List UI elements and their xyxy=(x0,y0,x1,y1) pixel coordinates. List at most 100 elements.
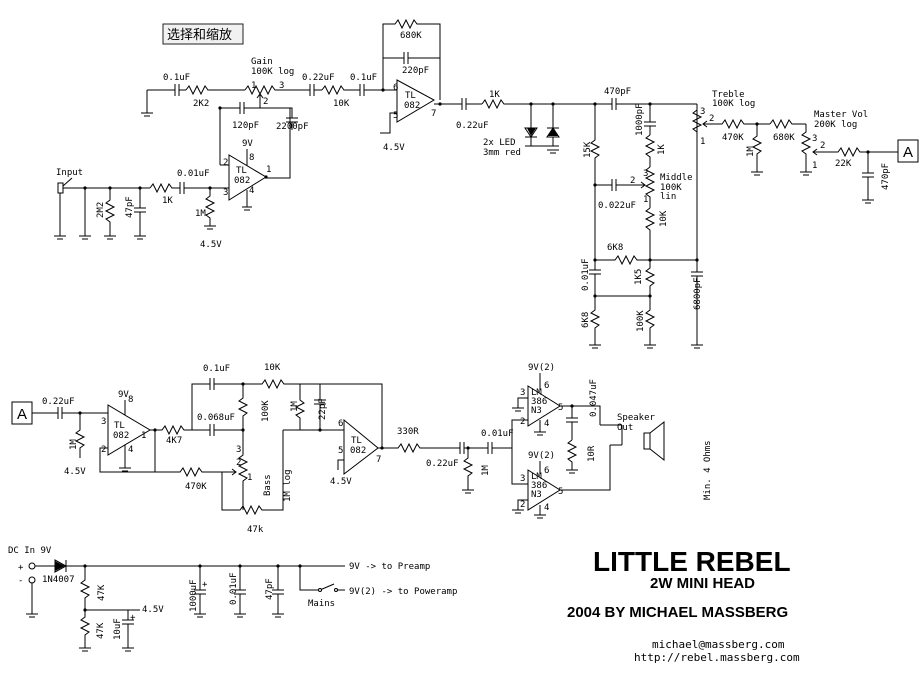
r-2k2-label: 2K2 xyxy=(193,99,209,109)
pot-master-value: 200K log xyxy=(814,120,857,130)
connector-a-out-label: A xyxy=(903,144,913,161)
lm2-pin5: 5 xyxy=(558,487,563,497)
r-1k5-label: 1K5 xyxy=(634,269,644,285)
pot-bass-label: Bass xyxy=(263,474,273,496)
lm2-9v2: 9V(2) xyxy=(528,451,555,461)
lm2-pin3: 3 xyxy=(520,474,525,484)
lm1-n3: N3 xyxy=(531,406,542,416)
opamp1-9v: 9V xyxy=(242,139,253,149)
psu-c-1000uf-label: 1000uF xyxy=(189,579,199,612)
master-pin3: 3 xyxy=(812,134,817,144)
pot-treble-label: Treble xyxy=(712,90,745,100)
title-byline: 2004 BY MICHAEL MASSBERG xyxy=(567,604,788,621)
c-022-a-label: 0.22uF xyxy=(302,73,335,83)
r-1k-led-label: 1K xyxy=(489,90,500,100)
opamp2-pin6: 6 xyxy=(393,83,398,93)
c-2200pf-label: 2200pF xyxy=(276,122,309,132)
mains-label: Mains xyxy=(308,599,335,609)
speaker-label: Speaker xyxy=(617,413,656,423)
psu-c-10uf-label: 10uF xyxy=(113,618,123,640)
opamp1-pin1: 1 xyxy=(266,165,271,175)
power-supply: DC In 9V + - 1N4007 47K 47K 10uF + 4.5V … xyxy=(8,546,457,652)
title-email: michael@massberg.com xyxy=(652,638,785,651)
pa-r-1m-b-label: 1M xyxy=(290,401,300,412)
c-01-b-label: 0.1uF xyxy=(350,73,377,83)
pot-middle-label: Middle xyxy=(660,173,693,183)
lm2-n3: N3 xyxy=(531,490,542,500)
r-1k-input-label: 1K xyxy=(162,196,173,206)
opamp1-tl: TL xyxy=(236,166,247,176)
r-1m-bias-label: 1M xyxy=(195,209,206,219)
dc-plus: + xyxy=(18,563,24,573)
input-label: Input xyxy=(56,168,83,178)
input-jack xyxy=(57,182,64,194)
speaker-min-label: Min. 4 Ohms xyxy=(703,440,713,500)
title-block: LITTLE REBEL 2W MINI HEAD 2004 BY MICHAE… xyxy=(567,546,800,664)
middle-pin2: 2 xyxy=(630,176,635,186)
opamp1-pin8: 8 xyxy=(249,153,254,163)
pot-bass-value: 1M log xyxy=(283,469,293,502)
led-clipper: 2x LED 3mm red xyxy=(483,102,560,158)
c-470pf-out-label: 470pF xyxy=(881,163,891,190)
led-label: 2x LED xyxy=(483,138,516,148)
opamp2-082: 082 xyxy=(404,101,420,111)
psu-c-001-label: 0.01uF xyxy=(229,572,239,605)
treble-pin2: 2 xyxy=(709,114,714,124)
pot-gain-label: Gain xyxy=(251,57,273,67)
psu-r-47k-b-label: 47K xyxy=(96,622,106,639)
pa-opamp2-pin5: 5 xyxy=(338,446,343,456)
pa-opamp1-082: 082 xyxy=(113,431,129,441)
treble-pin3: 3 xyxy=(700,107,705,117)
c-1000pf-label: 1000pF xyxy=(635,103,645,136)
poweramp-stage-1: 0.22uF 1M 4.5V TL 082 3 2 8 4 1 9V 4K7 4… xyxy=(32,390,222,492)
title-subtitle: 2W MINI HEAD xyxy=(650,575,755,592)
pa-opamp1-pin2: 2 xyxy=(101,445,106,455)
pa-r-10k-label: 10K xyxy=(264,363,281,373)
stage-2: 0.22uF 10K 0.1uF 680K 220pF TL 082 6 5 7… xyxy=(302,18,600,153)
c-470pf-tone-label: 470pF xyxy=(604,87,631,97)
opamp-1: TL 082 2 3 8 4 1 9V xyxy=(219,108,271,211)
middle-pin3: 3 xyxy=(643,169,648,179)
tone-stack: 15K 470pF 1000pF 1K 3 1 2 Middle 100K li… xyxy=(581,87,703,349)
opamp1-082: 082 xyxy=(234,176,250,186)
master-pin2: 2 xyxy=(820,141,825,151)
pa-opamp2-082: 082 xyxy=(350,446,366,456)
pot-master-label: Master Vol xyxy=(814,110,868,120)
pa-c-0068-label: 0.068uF xyxy=(197,413,235,423)
r-2m2-label: 2M2 xyxy=(96,202,106,218)
pa-r-10r-label: 10R xyxy=(587,445,597,462)
pa-r-1m-out-label: 1M xyxy=(481,465,491,476)
r-1m-t-label: 1M xyxy=(746,146,756,157)
opamp1-pin4: 4 xyxy=(249,186,254,196)
pot-gain-value: 100K log xyxy=(251,67,294,77)
r-10k-mid-label: 10K xyxy=(659,210,669,227)
pa-opamp2-tl: TL xyxy=(351,436,362,446)
c-01-gain-label: 0.1uF xyxy=(163,73,190,83)
lm2-pin6: 6 xyxy=(544,466,549,476)
to-poweramp-label: 9V(2) -> to Poweramp xyxy=(349,587,457,597)
r-100k-tone-label: 100K xyxy=(636,310,646,332)
lm386-amps: LM 386 N3 9V(2) 6 4 3 2 5 LM 386 N3 9V(2… xyxy=(511,363,713,519)
pa-r-100k-label: 100K xyxy=(261,400,271,422)
r-22k-label: 22K xyxy=(835,159,852,169)
dc-minus: - xyxy=(18,576,23,586)
bass-pin3: 3 xyxy=(236,445,241,455)
input-section: Input 2M2 47pF 1K 0.01uF 1M 4.5V xyxy=(54,168,229,250)
select-zoom-button[interactable]: 选择和缩放 xyxy=(162,23,244,45)
c-022-b-label: 0.22uF xyxy=(456,121,489,131)
gain-pin2: 2 xyxy=(263,97,268,107)
dc-in-label: DC In 9V xyxy=(8,546,52,556)
gain-section: 0.1uF 2K2 Gain 100K log 1 3 2 120pF 2200… xyxy=(141,57,310,179)
lm1-pin3: 3 xyxy=(520,388,525,398)
psu-c-10uf-plus: + xyxy=(130,613,136,623)
pa-opamp1-pin8: 8 xyxy=(128,395,133,405)
pa-r-470k-label: 470K xyxy=(185,482,207,492)
c-47pf-label: 47pF xyxy=(125,196,135,218)
pot-treble-value: 100K log xyxy=(712,99,755,109)
lm2-pin2: 2 xyxy=(520,500,525,510)
connector-a-in-label: A xyxy=(17,406,27,423)
pa-v45-b-label: 4.5V xyxy=(330,477,352,487)
r-6k8-a-label: 6K8 xyxy=(607,243,623,253)
c-220pf-label: 220pF xyxy=(402,66,429,76)
